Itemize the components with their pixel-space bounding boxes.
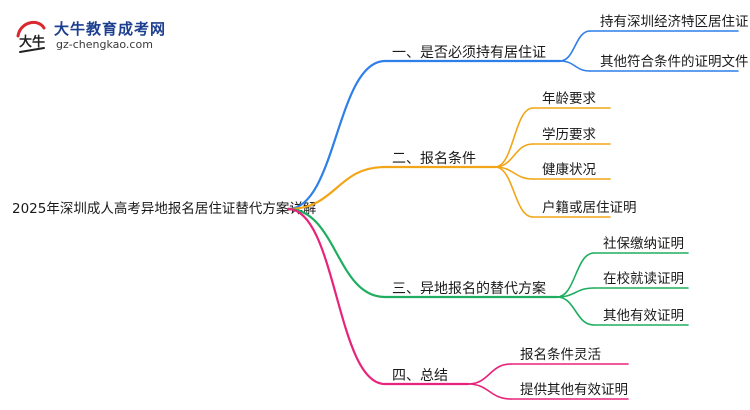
subtopic-4-2: 提供其他有效证明 [520, 382, 628, 398]
child-connector-2-4 [494, 166, 534, 218]
subtopic-2-3: 健康状况 [542, 161, 596, 178]
child-connector-1-2 [559, 60, 591, 72]
branch-connector-4 [286, 207, 387, 386]
child-connector-1-1 [559, 30, 591, 62]
child-connector-2-2 [494, 143, 534, 168]
logo-mark-icon: 大牛 [16, 20, 46, 53]
branch-topic-2: 二、报名条件 [392, 150, 476, 167]
branch-connector-3 [286, 207, 387, 299]
branch-topic-3: 三、异地报名的替代方案 [392, 280, 546, 297]
site-logo: 大牛 大牛教育成考网 gz-chengkao.com [14, 14, 254, 60]
child-connector-4-2 [467, 383, 512, 400]
child-connector-4-1 [467, 363, 512, 385]
subtopic-1-1: 持有深圳经济特区居住证 [600, 14, 749, 30]
subtopic-3-3: 其他有效证明 [603, 308, 684, 324]
child-connector-2-1 [494, 107, 534, 168]
subtopic-4-1: 报名条件灵活 [520, 346, 601, 363]
subtopic-1-2: 其他符合条件的证明文件 [600, 53, 749, 70]
subtopic-2-1: 年龄要求 [542, 91, 596, 107]
branch-connector-2 [286, 165, 387, 211]
logo-url: gz-chengkao.com [56, 38, 153, 51]
child-connector-3-1 [556, 252, 595, 298]
subtopic-2-4: 户籍或居住证明 [542, 199, 637, 216]
root-topic: 2025年深圳成人高考异地报名居住证替代方案详解 [12, 200, 316, 217]
branch-topic-4: 四、总结 [392, 368, 448, 384]
branch-topic-1: 一、是否必须持有居住证 [392, 45, 546, 61]
subtopic-2-2: 学历要求 [542, 127, 596, 143]
subtopic-3-1: 社保缴纳证明 [603, 236, 684, 252]
logo-mark-text: 大牛 [19, 34, 45, 50]
subtopic-3-2: 在校就读证明 [603, 270, 684, 287]
branch-connector-1 [286, 59, 387, 211]
child-connector-3-3 [556, 296, 595, 326]
logo-title: 大牛教育成考网 [54, 20, 167, 38]
